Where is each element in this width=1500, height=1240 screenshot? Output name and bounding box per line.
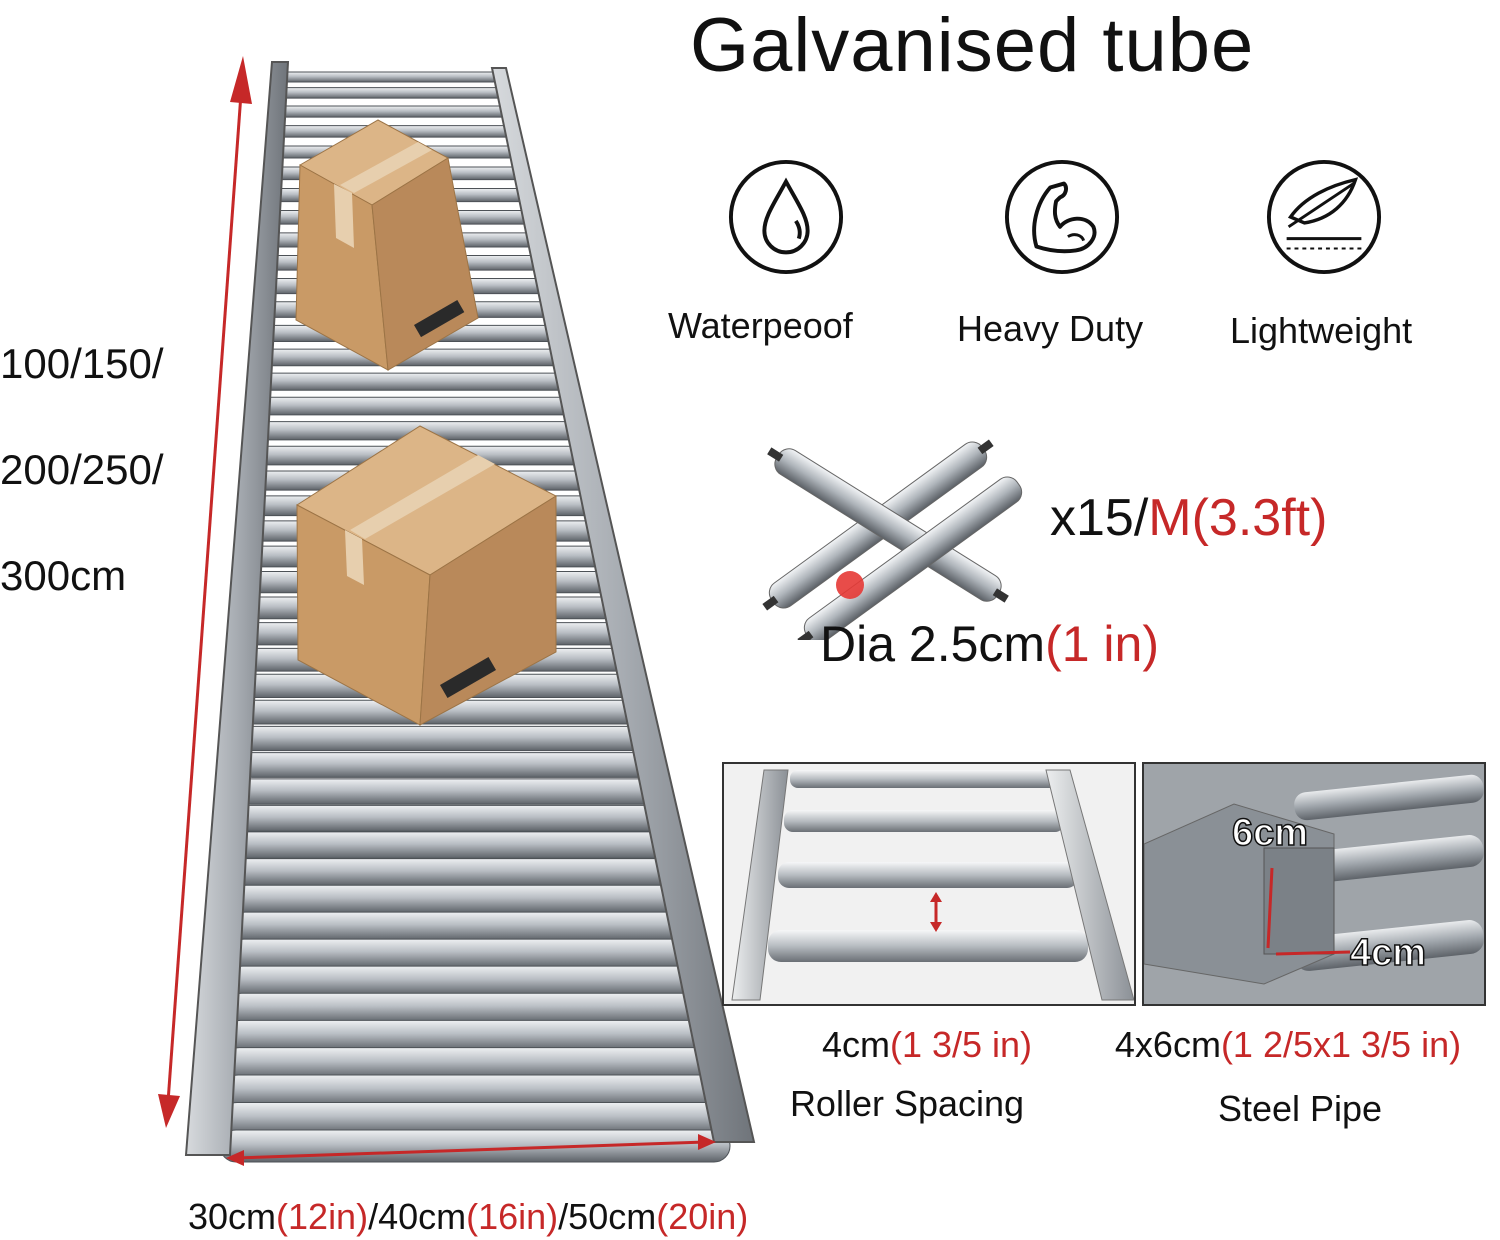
cardboard-box-lower: [296, 425, 558, 726]
roller-spacing-imperial: (1 3/5 in): [889, 1024, 1033, 1065]
conveyor-roller: [230, 911, 688, 941]
roller-spacing-label: Roller Spacing: [789, 1083, 1025, 1124]
conveyor-roller: [229, 938, 693, 968]
conveyor-roller: [220, 1101, 726, 1135]
conveyor-roller: [276, 105, 510, 118]
left-rail: [184, 61, 290, 1156]
width-option-30cm: 30cm: [188, 1196, 277, 1237]
steel-pipe-imperial: (1 2/5x1 3/5 in): [1220, 1024, 1462, 1065]
conveyor-roller: [223, 1047, 715, 1079]
width-options-caption: 30cm(12in)/40cm(16in)/50cm(20in): [188, 1196, 748, 1238]
roller-diameter-imperial: (1 in): [1045, 616, 1159, 672]
feather-icon: [1266, 159, 1382, 275]
width-option-40cm: /40cm: [368, 1196, 467, 1237]
roller-diameter: Dia 2.5cm(1 in): [820, 615, 1159, 673]
right-rail: [490, 67, 756, 1143]
width-option-16in: (16in): [466, 1196, 559, 1237]
steel-pipe-photo: 6cm 4cm: [1142, 762, 1486, 1006]
conveyor-roller: [237, 778, 661, 805]
cardboard-box-upper: [295, 119, 479, 371]
pipe-width-label: 4cm: [1349, 931, 1427, 975]
pipe-height-label: 6cm: [1231, 811, 1309, 855]
roller-quantity: x15/M(3.3ft): [1050, 488, 1327, 548]
conveyor-roller: [259, 372, 575, 391]
feature-label-waterproof: Waterpeoof: [668, 305, 853, 346]
roller-spacing-value: 4cm(1 3/5 in): [727, 1024, 1127, 1066]
width-option-20in: (20in): [656, 1196, 749, 1237]
conveyor-roller: [222, 1074, 720, 1107]
steel-pipe-metric: 4x6cm: [1114, 1024, 1221, 1065]
steel-pipe-value: 4x6cm(1 2/5x1 3/5 in): [1086, 1024, 1490, 1066]
length-option-line-1: 100/150/: [0, 340, 164, 387]
roller-quantity-per-meter: M(3.3ft): [1148, 489, 1328, 547]
feature-label-heavy-duty: Heavy Duty: [957, 308, 1144, 349]
conveyor-roller: [232, 884, 682, 914]
conveyor-roller: [233, 858, 677, 886]
width-dimension-arrow: [226, 1134, 716, 1166]
conveyor-roller: [234, 831, 672, 859]
roller-spacing-photo: [722, 762, 1136, 1006]
conveyor-roller: [226, 992, 704, 1024]
roller-quantity-count: x15/: [1050, 489, 1149, 547]
roller-conveyor-illustration: [158, 56, 756, 1166]
roller-diameter-metric: Dia 2.5cm: [820, 616, 1046, 672]
conveyor-roller: [258, 396, 580, 416]
length-option-line-2: 200/250/: [0, 446, 164, 493]
roller-spacing-metric: 4cm: [821, 1024, 890, 1065]
page-title: Galvanised tube: [690, 3, 1255, 88]
diameter-marker: [836, 571, 864, 599]
flexed-arm-icon: [1004, 159, 1120, 275]
conveyor-roller: [227, 965, 699, 996]
water-drop-icon: [728, 159, 844, 275]
conveyor-roller: [278, 87, 504, 99]
length-option-line-3: 300cm: [0, 552, 127, 599]
width-option-12in: (12in): [276, 1196, 369, 1237]
conveyor-roller: [236, 804, 666, 832]
conveyor-roller: [239, 752, 655, 778]
crossed-rollers-illustration: [762, 439, 1023, 640]
feature-label-lightweight: Lightweight: [1230, 310, 1413, 351]
width-option-50cm: /50cm: [558, 1196, 657, 1237]
conveyor-roller: [279, 71, 499, 83]
steel-pipe-label: Steel Pipe: [1217, 1088, 1383, 1129]
length-dimension-arrow: [158, 56, 252, 1128]
conveyor-roller: [240, 725, 650, 752]
conveyor-roller: [225, 1019, 709, 1051]
